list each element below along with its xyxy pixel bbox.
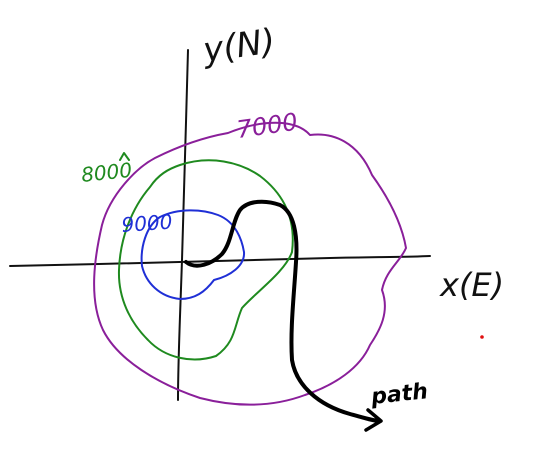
caret-mark [119, 152, 130, 161]
contour-label-7000: 7000 [235, 108, 299, 144]
contour-9000 [140, 209, 246, 300]
contour-lines [93, 121, 407, 406]
contour-7000 [93, 121, 407, 406]
contour-8000 [117, 159, 294, 361]
path-arrowhead [364, 408, 383, 432]
axes [9, 49, 431, 401]
axis-labels: y(N) x(E) path [200, 21, 504, 410]
y-axis-line [177, 49, 189, 401]
contour-labels: 7000 8000 9000 [80, 108, 299, 237]
path-line [184, 199, 382, 423]
y-axis-label: y(N) [200, 21, 278, 71]
path-route [184, 199, 383, 432]
red-dot-marker [480, 335, 484, 339]
contour-label-9000: 9000 [121, 209, 173, 236]
contour-label-8000: 8000 [80, 158, 133, 187]
x-axis-label: x(E) [439, 266, 504, 304]
path-label: path [369, 379, 429, 410]
